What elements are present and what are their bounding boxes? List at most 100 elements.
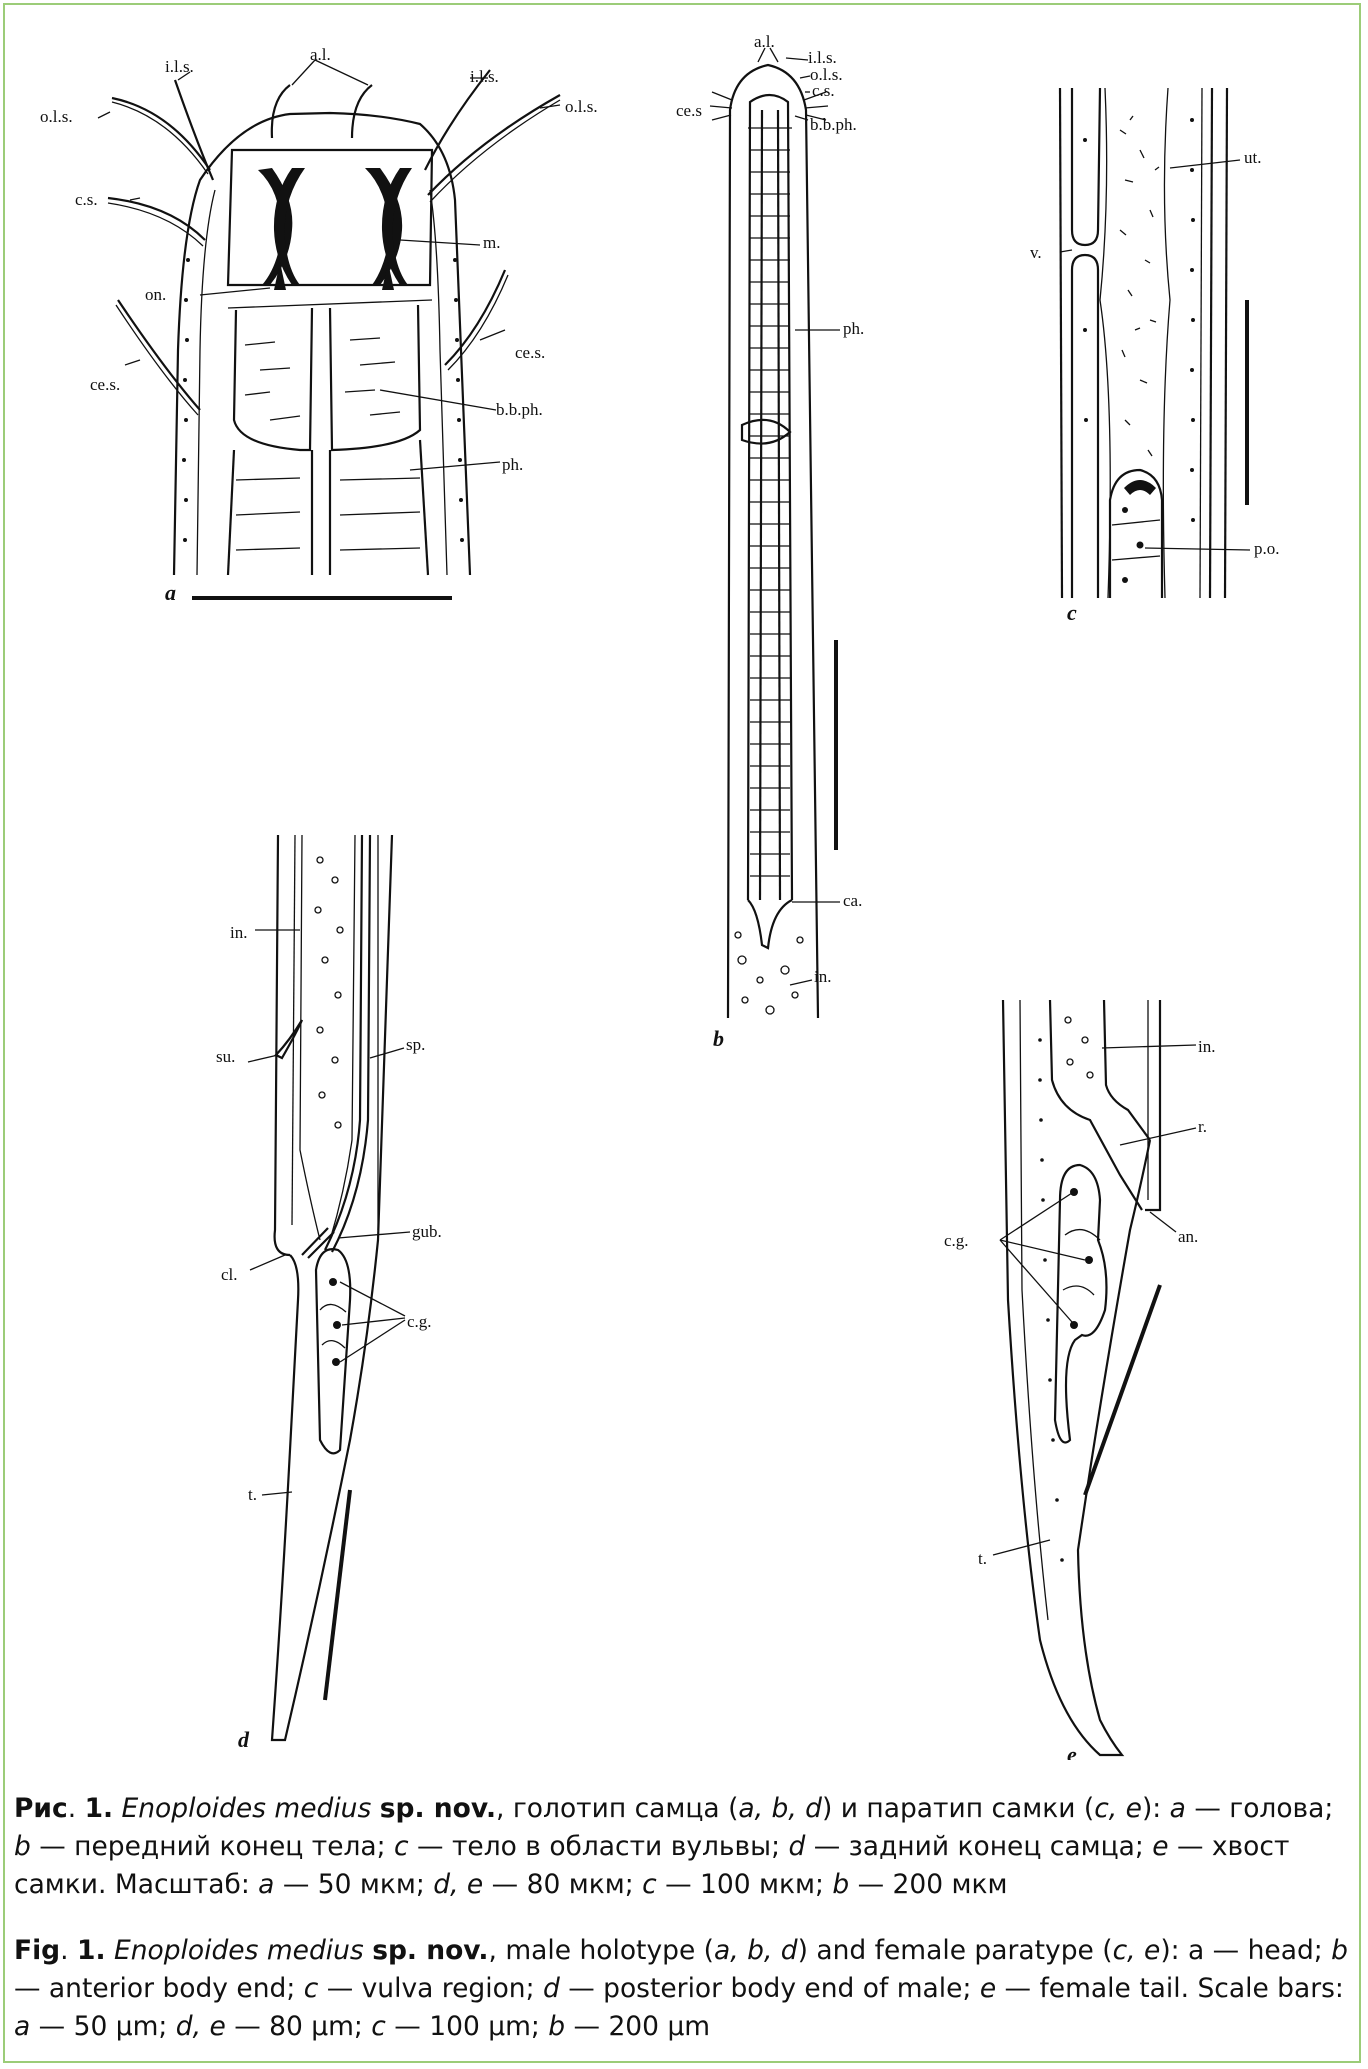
caption-en-text: — vulva region;	[318, 1973, 543, 2004]
caption-ru-text: — 50 мкм;	[274, 1869, 434, 1900]
label-d-t: t.	[248, 1485, 257, 1504]
caption-en-text: — 50 µm;	[30, 2011, 176, 2042]
caption-en-panels-female: c, e	[1112, 1935, 1161, 1966]
caption-en-num: 1.	[77, 1935, 106, 1966]
label-a-ph: ph.	[502, 455, 523, 474]
caption-ru-panel-ref: b	[832, 1869, 850, 1900]
caption-ru-spnov: sp. nov.	[379, 1793, 497, 1824]
figure-frame	[3, 3, 1361, 2063]
label-d-in: in.	[230, 923, 247, 942]
caption-en-panel-ref: c	[303, 1973, 319, 2004]
label-b-ca: ca.	[843, 891, 862, 910]
panel-letter-d: d	[238, 1727, 250, 1752]
caption-en-text: — posterior body end of male;	[559, 1973, 980, 2004]
panel-letter-c: c	[1067, 600, 1077, 625]
caption-ru-text: — голова;	[1185, 1793, 1334, 1824]
caption-en-spnov: sp. nov.	[372, 1935, 489, 1966]
caption-en-text: — 80 µm;	[225, 2011, 372, 2042]
label-a-cs: c.s.	[75, 190, 98, 209]
label-b-cs: c.s.	[812, 81, 835, 100]
caption-en-text: , male holotype (	[488, 1935, 715, 1966]
caption-ru-panel-ref: b	[14, 1831, 31, 1862]
caption-en-text: — 200 µm	[565, 2011, 711, 2042]
caption-en-panel-ref: b	[1331, 1935, 1348, 1966]
caption-ru-panel-ref: d, e	[433, 1869, 484, 1900]
label-c-v: v.	[1030, 243, 1042, 262]
label-d-cg: c.g.	[407, 1312, 432, 1331]
label-b-bbph: b.b.ph.	[810, 115, 857, 134]
label-a-ces-left: ce.s.	[90, 375, 120, 394]
label-b-ils: i.l.s.	[808, 48, 837, 67]
label-a-bbph: b.b.ph.	[496, 400, 543, 419]
caption-ru-panel-ref: d	[788, 1831, 806, 1862]
caption-ru-species: Enoploides medius	[121, 1793, 372, 1824]
caption-en-panel-ref: b	[548, 2011, 566, 2042]
panel-e-female-tail: in. r. an. c.g. t. e	[944, 999, 1215, 1760]
caption-ru-panel-ref: a	[258, 1869, 275, 1900]
caption-en-panel-ref: e	[979, 1973, 997, 2004]
caption-ru-text: , голотип самца (	[496, 1793, 739, 1824]
label-a-ols-right: o.l.s.	[565, 97, 598, 116]
panel-c-vulva-region: ut. v. p.o. c	[1030, 87, 1280, 625]
caption-en-panel-ref: c	[371, 2011, 386, 2042]
caption-ru-fig: Рис	[14, 1793, 68, 1824]
caption-en-text: — 100 µm;	[385, 2011, 549, 2042]
caption-en-text: ) and female paratype (	[797, 1935, 1113, 1966]
label-b-in: in.	[814, 967, 831, 986]
label-c-po: p.o.	[1254, 539, 1280, 558]
label-d-gub: gub.	[412, 1222, 442, 1241]
label-e-t: t.	[978, 1549, 987, 1568]
caption-en-panel-ref: d, e	[175, 2011, 226, 2042]
caption-en-text: — female tail. Scale bars:	[996, 1973, 1344, 2004]
caption-english: Fig. 1. Enoploides medius sp. nov., male…	[14, 1935, 1348, 2042]
panel-letter-b: b	[713, 1026, 724, 1051]
caption-ru-text: ):	[1141, 1793, 1170, 1824]
caption-ru-text: — хвост самки. Масштаб:	[14, 1831, 1290, 1900]
caption-ru-panel-ref: c	[642, 1869, 657, 1900]
caption-ru-panel-ref: c	[394, 1831, 409, 1862]
label-e-r: r.	[1198, 1117, 1207, 1136]
caption-russian: Рис. 1. Enoploides medius sp. nov., голо…	[14, 1793, 1334, 1900]
caption-ru-text: — задний конец самца;	[805, 1831, 1153, 1862]
label-e-in: in.	[1198, 1037, 1215, 1056]
panel-d-male-posterior: in. su. sp. gub. cl. c.g. t. d	[216, 834, 442, 1752]
figure-illustration: a.l. i.l.s. i.l.s. o.l.s. o.l.s. c.s. m.…	[40, 32, 1280, 1760]
label-d-sp: sp.	[406, 1035, 425, 1054]
panel-a-head: a.l. i.l.s. i.l.s. o.l.s. o.l.s. c.s. m.…	[40, 45, 598, 605]
label-d-su: su.	[216, 1047, 235, 1066]
caption-en-text: ): a — head;	[1160, 1935, 1332, 1966]
caption-en-species: Enoploides medius	[113, 1935, 364, 1966]
caption-en-panels-male: a, b, d	[714, 1935, 798, 1966]
caption-en-panel-ref: d	[542, 1973, 560, 2004]
label-b-ces: ce.s	[676, 101, 702, 120]
caption-en-fig: Fig	[14, 1935, 61, 1966]
label-e-an: an.	[1178, 1227, 1198, 1246]
panel-letter-e: e	[1067, 1742, 1077, 1760]
caption-ru-panels-male: a, b, d	[738, 1793, 822, 1824]
label-d-cl: cl.	[221, 1265, 238, 1284]
label-a-ces-right: ce.s.	[515, 343, 545, 362]
label-b-ols: o.l.s.	[810, 65, 843, 84]
panel-letter-a: a	[165, 580, 176, 605]
label-e-cg: c.g.	[944, 1231, 969, 1250]
label-a-ols-left: o.l.s.	[40, 107, 73, 126]
label-b-al: a.l.	[754, 32, 775, 51]
caption-ru-text: — 100 мкм;	[656, 1869, 833, 1900]
caption-en-panel-ref: a	[14, 2011, 31, 2042]
caption-ru-text: — передний конец тела;	[30, 1831, 395, 1862]
label-b-ph: ph.	[843, 319, 864, 338]
caption-ru-num: 1.	[84, 1793, 114, 1824]
caption-ru-panel-ref: e	[1152, 1831, 1169, 1862]
panel-b-anterior-body: a.l. i.l.s. o.l.s. c.s. ce.s b.b.ph. ph.…	[676, 32, 864, 1051]
label-a-ils-left: i.l.s.	[165, 57, 194, 76]
caption-en-text: — anterior body end;	[14, 1973, 304, 2004]
caption-ru-panel-ref: a	[1169, 1793, 1186, 1824]
label-a-ils-right: i.l.s.	[470, 67, 499, 86]
label-a-al: a.l.	[310, 45, 331, 64]
label-a-m: m.	[483, 233, 500, 252]
caption-ru-text: — 80 мкм;	[483, 1869, 643, 1900]
caption-ru-text: — 200 мкм	[849, 1869, 1008, 1900]
label-c-ut: ut.	[1244, 148, 1261, 167]
caption-ru-text: ) и паратип самки (	[822, 1793, 1095, 1824]
caption-ru-text: — тело в области вульвы;	[408, 1831, 789, 1862]
